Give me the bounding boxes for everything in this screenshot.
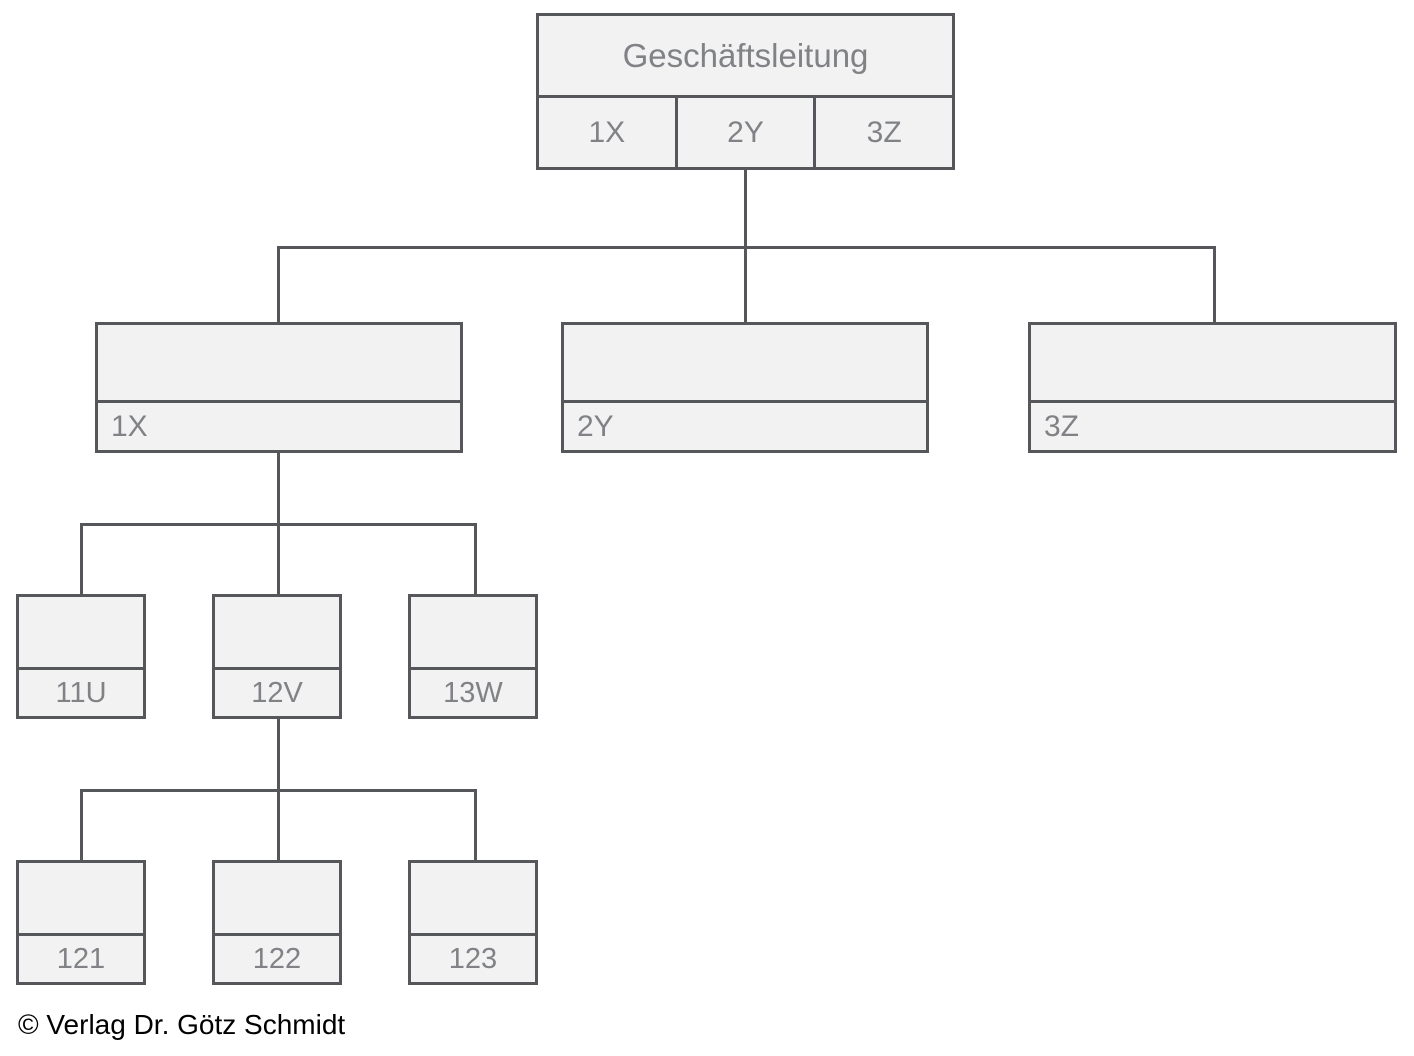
- org-node-13w-label: 13W: [443, 676, 503, 709]
- org-node-13w-header: [411, 597, 535, 670]
- org-node-1x-label: 1X: [111, 409, 148, 443]
- org-node-13w-body: 13W: [411, 670, 535, 716]
- org-node-122-body: 122: [215, 936, 339, 982]
- org-node-123-body: 123: [411, 936, 535, 982]
- org-node-12v[interactable]: 12V: [212, 594, 342, 719]
- org-node-1x[interactable]: 1X: [95, 322, 463, 453]
- org-node-122-label: 122: [252, 942, 302, 975]
- org-node-121[interactable]: 121: [16, 860, 146, 985]
- org-node-1x-body: 1X: [98, 403, 460, 450]
- org-node-root-title: Geschäftsleitung: [539, 16, 952, 98]
- org-node-3z[interactable]: 3Z: [1028, 322, 1397, 453]
- org-node-root-cells: 1X 2Y 3Z: [539, 98, 952, 167]
- org-node-2y-body: 2Y: [564, 403, 926, 450]
- connector-root-stem: [744, 170, 747, 249]
- connector-1x-drop-11u: [80, 523, 83, 597]
- connector-12v-drop-121: [80, 789, 83, 863]
- org-node-12v-header: [215, 597, 339, 670]
- org-node-root-cell-2y[interactable]: 2Y: [674, 98, 814, 167]
- connector-1x-drop-12v: [277, 523, 280, 597]
- org-node-122[interactable]: 122: [212, 860, 342, 985]
- org-node-122-header: [215, 863, 339, 936]
- org-node-11u[interactable]: 11U: [16, 594, 146, 719]
- org-node-12v-label: 12V: [251, 676, 303, 709]
- org-node-root-cell-1x[interactable]: 1X: [588, 115, 626, 149]
- org-node-2y-header: [564, 325, 926, 403]
- connector-1x-stem: [277, 453, 280, 526]
- org-node-2y-label: 2Y: [577, 409, 614, 443]
- org-node-3z-label: 3Z: [1044, 409, 1080, 443]
- org-node-3z-header: [1031, 325, 1394, 403]
- org-node-root-cell-3z[interactable]: 3Z: [813, 98, 952, 167]
- connector-1x-drop-13w: [474, 523, 477, 597]
- org-node-11u-label: 11U: [55, 676, 107, 709]
- connector-12v-drop-123: [474, 789, 477, 863]
- copyright-notice: © Verlag Dr. Götz Schmidt: [18, 1009, 346, 1040]
- org-node-11u-header: [19, 597, 143, 670]
- org-node-11u-body: 11U: [19, 670, 143, 716]
- org-node-123-header: [411, 863, 535, 936]
- connector-root-drop-2y: [744, 246, 747, 325]
- org-node-121-header: [19, 863, 143, 936]
- org-node-root[interactable]: Geschäftsleitung 1X 2Y 3Z: [536, 13, 955, 170]
- connector-root-drop-3z: [1213, 246, 1216, 325]
- org-node-2y[interactable]: 2Y: [561, 322, 929, 453]
- org-node-123[interactable]: 123: [408, 860, 538, 985]
- connector-root-drop-1x: [277, 246, 280, 325]
- org-node-121-body: 121: [19, 936, 143, 982]
- org-node-123-label: 123: [448, 942, 498, 975]
- connector-12v-drop-122: [277, 789, 280, 863]
- org-node-13w[interactable]: 13W: [408, 594, 538, 719]
- org-node-121-label: 121: [56, 942, 106, 975]
- org-node-12v-body: 12V: [215, 670, 339, 716]
- org-node-3z-body: 3Z: [1031, 403, 1394, 450]
- connector-12v-stem: [277, 718, 280, 791]
- org-node-1x-header: [98, 325, 460, 403]
